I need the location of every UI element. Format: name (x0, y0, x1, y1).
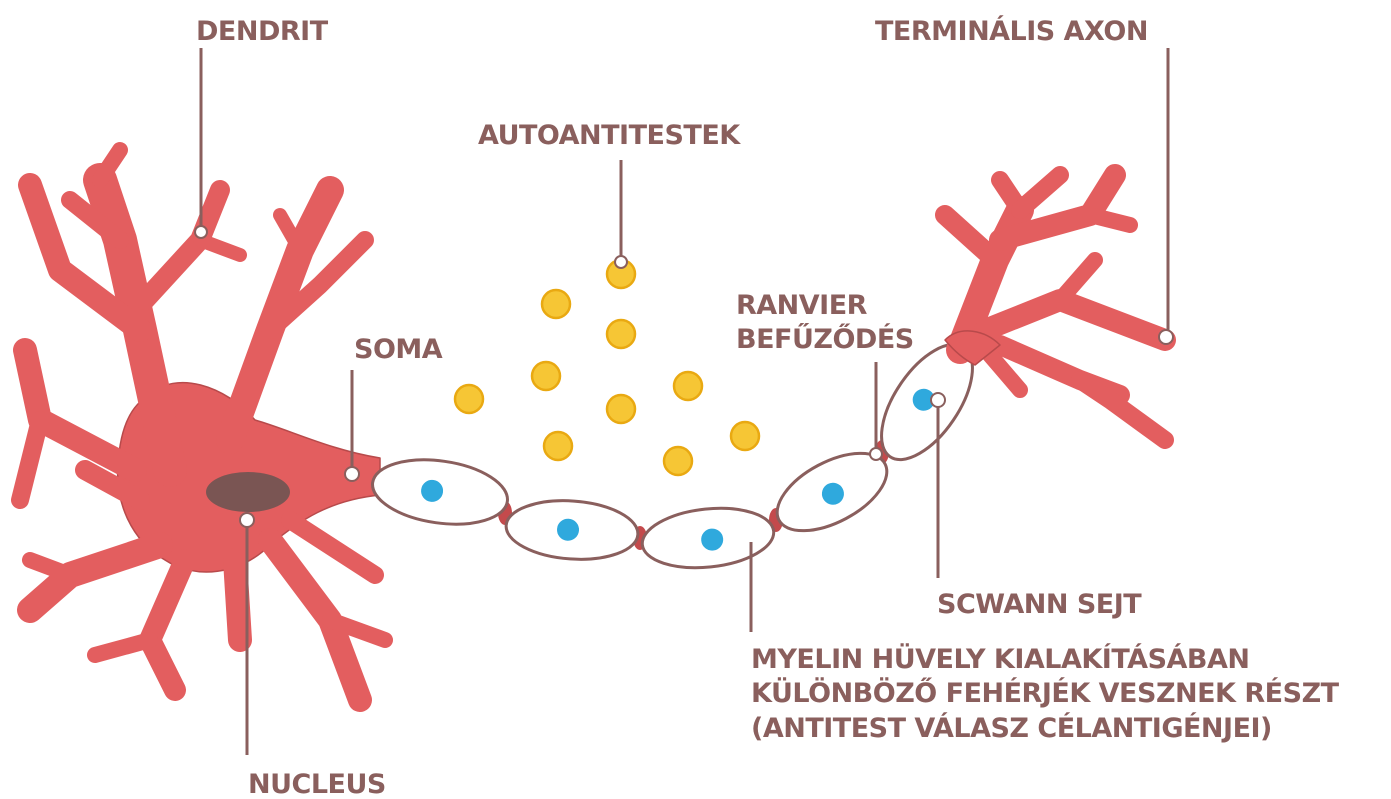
label-autoantibodies: AUTOANTITESTEK (478, 120, 741, 151)
schwann-cell (639, 502, 776, 573)
label-soma: SOMA (354, 334, 443, 365)
label-ranvier-line2: BEFŰZŐDÉS (736, 323, 914, 355)
schwann-cell (504, 496, 640, 563)
schwann-cell (368, 452, 511, 532)
axon-terminal (945, 175, 1165, 440)
label-dendrit: DENDRIT (196, 16, 329, 47)
label-myelin-line3: (ANTITEST VÁLASZ CÉLANTIGÉNJEI) (751, 712, 1272, 744)
autoantibodies (455, 260, 759, 475)
label-nucleus: NUCLEUS (248, 769, 386, 799)
label-schwann-cell: SCWANN SEJT (937, 589, 1142, 620)
cell-nucleus (206, 472, 290, 512)
label-ranvier-line1: RANVIER (736, 290, 868, 321)
label-terminal-axon: TERMINÁLIS AXON (875, 15, 1148, 47)
label-myelin-line2: KÜLÖNBÖZŐ FEHÉRJÉK VESZNEK RÉSZT (751, 676, 1340, 709)
label-myelin-line1: MYELIN HÜVELY KIALAKÍTÁSÁBAN (751, 642, 1250, 675)
